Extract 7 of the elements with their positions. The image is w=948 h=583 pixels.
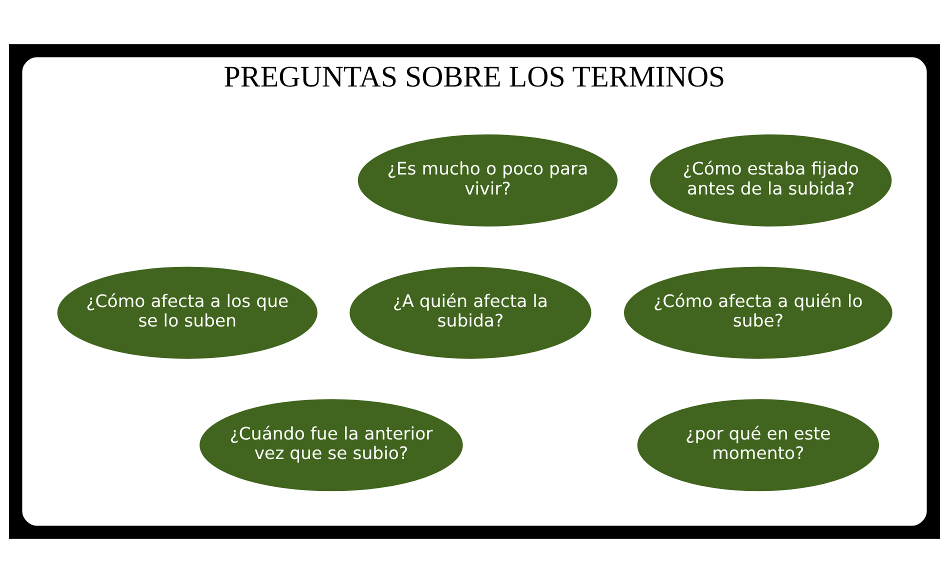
node-ellipse: ¿Es mucho o poco para vivir? bbox=[357, 134, 618, 226]
node-ellipse: ¿Cómo afecta a quién lo sube? bbox=[624, 266, 892, 359]
node-ellipse: ¿Cómo afecta a los que se lo suben bbox=[56, 266, 317, 359]
node-ellipse: ¿Cómo estaba fijado antes de la subida? bbox=[650, 134, 892, 226]
node-ellipse: ¿A quién afecta la subida? bbox=[349, 266, 591, 359]
node-ellipse: ¿Cuándo fue la anterior vez que se subio? bbox=[199, 399, 462, 492]
node-ellipse: ¿por qué en este momento? bbox=[636, 399, 878, 492]
